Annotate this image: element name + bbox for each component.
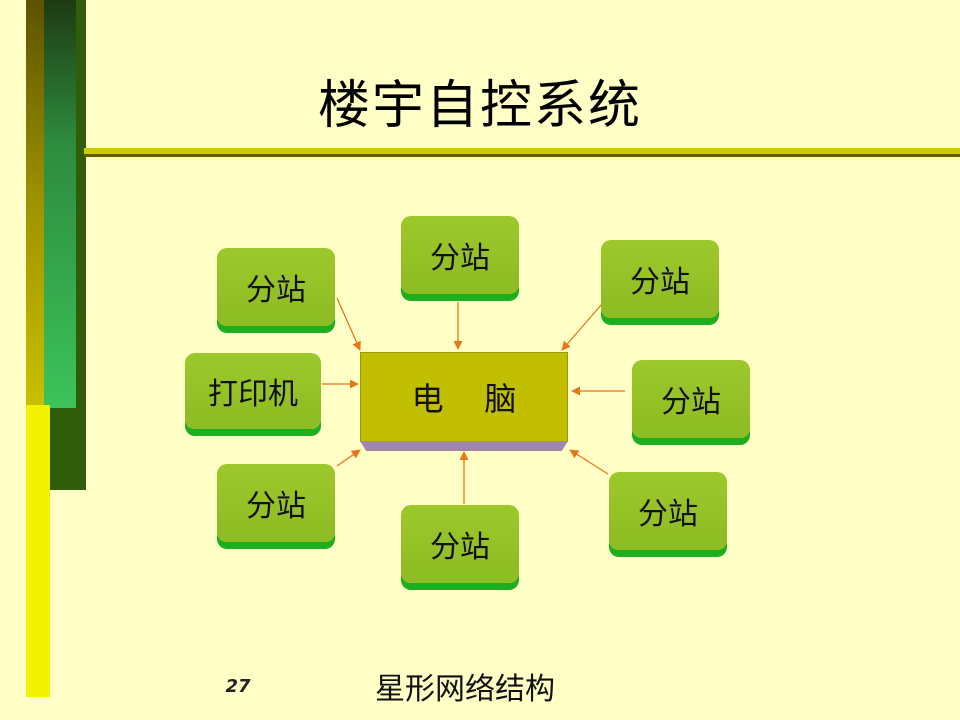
node-label: 分站 [246, 273, 306, 308]
node-top-left: 分站 [217, 248, 335, 326]
connector-bottom-right [569, 449, 609, 475]
center-computer-node: 电 脑 [360, 352, 568, 442]
decorative-bar-green-gradient [42, 0, 76, 408]
connector-top-left [336, 297, 361, 351]
node-label: 分站 [246, 489, 306, 524]
page-number: 27 [225, 676, 251, 697]
diagram-caption: 星形网络结构 [375, 672, 555, 707]
node-label: 分站 [430, 530, 490, 565]
node-top: 分站 [401, 216, 519, 294]
slide-title: 楼宇自控系统 [317, 76, 642, 136]
node-right: 分站 [632, 360, 750, 438]
node-bottom-left: 分站 [217, 464, 335, 542]
node-bottom: 分站 [401, 505, 519, 583]
node-left-printer: 打印机 [185, 353, 321, 429]
node-label: 分站 [430, 241, 490, 276]
title-underline-shadow [84, 154, 960, 157]
decorative-bar-olive [26, 0, 44, 410]
node-top-right: 分站 [601, 240, 719, 318]
node-bottom-right: 分站 [609, 472, 727, 550]
connector-top-right [561, 303, 603, 351]
node-label: 分站 [638, 497, 698, 532]
center-computer-base [360, 441, 568, 451]
node-label: 打印机 [208, 377, 298, 412]
node-label: 分站 [630, 265, 690, 300]
connector-bottom-left [336, 449, 361, 467]
decorative-bar-yellow [26, 405, 50, 697]
node-label: 分站 [661, 385, 721, 420]
title-underline [84, 148, 960, 154]
